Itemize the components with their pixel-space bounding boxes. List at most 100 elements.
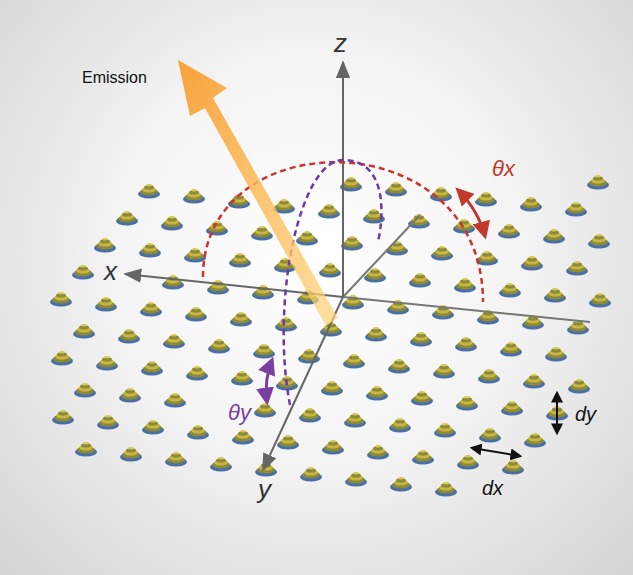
emitter [343, 354, 365, 369]
emitter [434, 423, 456, 438]
pitch-label: dy [575, 404, 596, 424]
emitter [431, 246, 453, 261]
dy-arrow [556, 393, 558, 433]
emitter [164, 393, 186, 408]
emitter [183, 189, 205, 204]
emitter [161, 216, 183, 231]
emitter [589, 293, 611, 308]
emitter [499, 283, 521, 298]
emitter [433, 364, 455, 379]
emitter [52, 410, 74, 425]
emitter [412, 450, 434, 465]
emitter [321, 381, 343, 396]
emitter [455, 337, 477, 352]
emitter [140, 302, 162, 317]
emitter [344, 413, 366, 428]
emitter [498, 224, 520, 239]
dx-arrow [472, 448, 520, 456]
emitter [275, 317, 297, 332]
emitter [322, 440, 344, 455]
pitch-label: dx [482, 478, 503, 498]
emitter [456, 396, 478, 411]
emitter [210, 457, 232, 472]
emitter [231, 371, 253, 386]
emitter [568, 379, 590, 394]
emitter [162, 275, 184, 290]
emitter [345, 472, 367, 487]
emitter [251, 226, 273, 241]
emitter [388, 359, 410, 374]
emitter [184, 248, 206, 263]
emitter [116, 211, 138, 226]
emitter [185, 307, 207, 322]
emitter [366, 386, 388, 401]
emitter [163, 334, 185, 349]
emitter [73, 324, 95, 339]
emitter [521, 256, 543, 271]
theta-y-arrow [266, 360, 272, 402]
y-axis [263, 297, 343, 470]
emitter [120, 447, 142, 462]
emitter [299, 408, 321, 423]
axis-label: z [334, 30, 347, 56]
emitter [254, 403, 276, 418]
theta-x-arrow [458, 190, 485, 236]
emitter [319, 263, 341, 278]
emitter [520, 197, 542, 212]
emitter [75, 442, 97, 457]
angle-label: θx [492, 158, 515, 180]
emitter [453, 219, 475, 234]
emitter [95, 297, 117, 312]
emitter [500, 342, 522, 357]
emitter [142, 420, 164, 435]
theta-y-arc [284, 160, 382, 405]
emitter [502, 460, 524, 475]
emitter [478, 369, 500, 384]
emitter [501, 401, 523, 416]
emitter [253, 344, 275, 359]
emitter [385, 182, 407, 197]
theta-x-arc [203, 162, 483, 302]
emitter [454, 278, 476, 293]
emitter [141, 361, 163, 376]
emitter [523, 374, 545, 389]
emitter [51, 351, 73, 366]
axis-label: x [104, 258, 117, 284]
emitter [296, 231, 318, 246]
emitter-grid [50, 175, 611, 497]
emitter [367, 445, 389, 460]
emitter [389, 418, 411, 433]
emitter [411, 391, 433, 406]
emitter [566, 261, 588, 276]
emitter [390, 477, 412, 492]
emitter [457, 455, 479, 470]
emitter [208, 339, 230, 354]
emitter [94, 238, 116, 253]
emitter [544, 288, 566, 303]
emitter [72, 265, 94, 280]
emitter [187, 425, 209, 440]
emitter [165, 452, 187, 467]
emitter [229, 253, 251, 268]
emitter [588, 234, 610, 249]
emitter [186, 366, 208, 381]
emitter [479, 428, 501, 443]
emission-beam [178, 60, 338, 326]
emitter [341, 236, 363, 251]
emitter [230, 312, 252, 327]
emitter [74, 383, 96, 398]
emitter [118, 329, 140, 344]
angle-label: θy [228, 402, 251, 424]
emitter [119, 388, 141, 403]
emitter [409, 273, 431, 288]
emitter [543, 229, 565, 244]
emitter [565, 202, 587, 217]
emitter [138, 184, 160, 199]
emitter [587, 175, 609, 190]
emitter [206, 221, 228, 236]
z-axis [342, 62, 344, 297]
emitter [232, 430, 254, 445]
emitter [277, 435, 299, 450]
emitter [435, 482, 457, 497]
